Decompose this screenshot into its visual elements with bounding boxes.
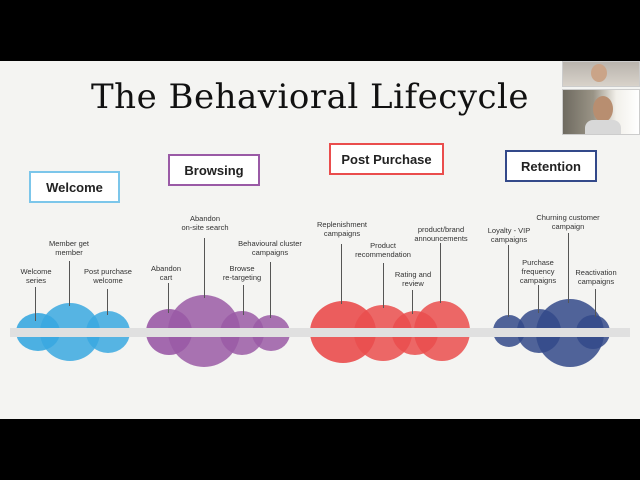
leader-line xyxy=(270,262,271,318)
slide: The Behavioral Lifecycle Welcome Browsin… xyxy=(0,61,640,419)
stage-welcome: Welcome xyxy=(29,171,120,203)
leader-line xyxy=(168,283,169,313)
timeline-bar xyxy=(10,328,630,337)
stage-browsing: Browsing xyxy=(168,154,260,186)
leader-line xyxy=(568,233,569,303)
leader-line xyxy=(35,287,36,321)
leader-line xyxy=(595,289,596,317)
slide-title: The Behavioral Lifecycle xyxy=(91,77,529,117)
leader-line xyxy=(440,243,441,303)
leader-line xyxy=(204,238,205,298)
leader-line xyxy=(383,263,384,308)
leader-line xyxy=(412,290,413,314)
leader-line xyxy=(69,261,70,306)
speaker-head xyxy=(593,96,613,122)
speaker-video-thumbnail xyxy=(562,89,640,135)
stage-retention: Retention xyxy=(505,150,597,182)
leader-line xyxy=(341,244,342,304)
leader-line xyxy=(107,289,108,315)
speaker-body xyxy=(585,120,621,134)
leader-line xyxy=(508,245,509,317)
participant-video-thumbnail xyxy=(562,61,640,87)
leader-line xyxy=(243,285,244,315)
stage-post-purchase: Post Purchase xyxy=(329,143,444,175)
leader-line xyxy=(538,285,539,313)
participant-head xyxy=(591,64,607,82)
